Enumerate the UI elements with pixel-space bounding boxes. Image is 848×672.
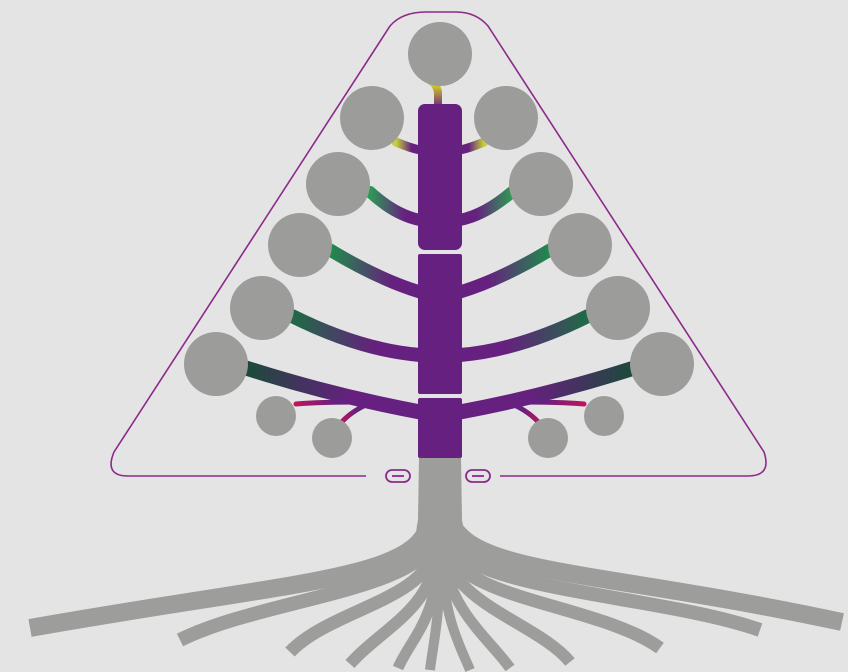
link-right-icon[interactable] [466, 470, 490, 482]
branch-left-2 [370, 192, 420, 220]
branch-left-6b [340, 404, 368, 424]
node-right-5 [630, 332, 694, 396]
node-right-6b [528, 418, 568, 458]
trunk-segment-2 [418, 254, 462, 394]
trunk-segment-1 [418, 104, 462, 250]
link-left-icon[interactable] [386, 470, 410, 482]
node-left-6a [256, 396, 296, 436]
branch-left-4 [292, 316, 420, 355]
node-left-6b [312, 418, 352, 458]
branch-left-3 [330, 250, 420, 292]
node-right-1 [474, 86, 538, 150]
branch-right-6a [520, 402, 584, 404]
node-right-3 [548, 213, 612, 277]
trunk-segment-3 [418, 398, 462, 458]
node-left-2 [306, 152, 370, 216]
node-left-1 [340, 86, 404, 150]
node-right-2 [509, 152, 573, 216]
node-top [408, 22, 472, 86]
branch-right-2 [460, 192, 512, 220]
node-right-4 [586, 276, 650, 340]
branch-right-3 [460, 250, 550, 292]
node-left-5 [184, 332, 248, 396]
branch-right-6b [512, 404, 540, 424]
node-right-6a [584, 396, 624, 436]
node-left-3 [268, 213, 332, 277]
trunk [418, 104, 462, 458]
node-left-4 [230, 276, 294, 340]
branch-left-6a [296, 402, 360, 404]
stem [416, 458, 465, 575]
branch-left-1 [396, 142, 420, 150]
branch-right-4 [460, 316, 588, 355]
branch-right-1 [460, 142, 484, 150]
